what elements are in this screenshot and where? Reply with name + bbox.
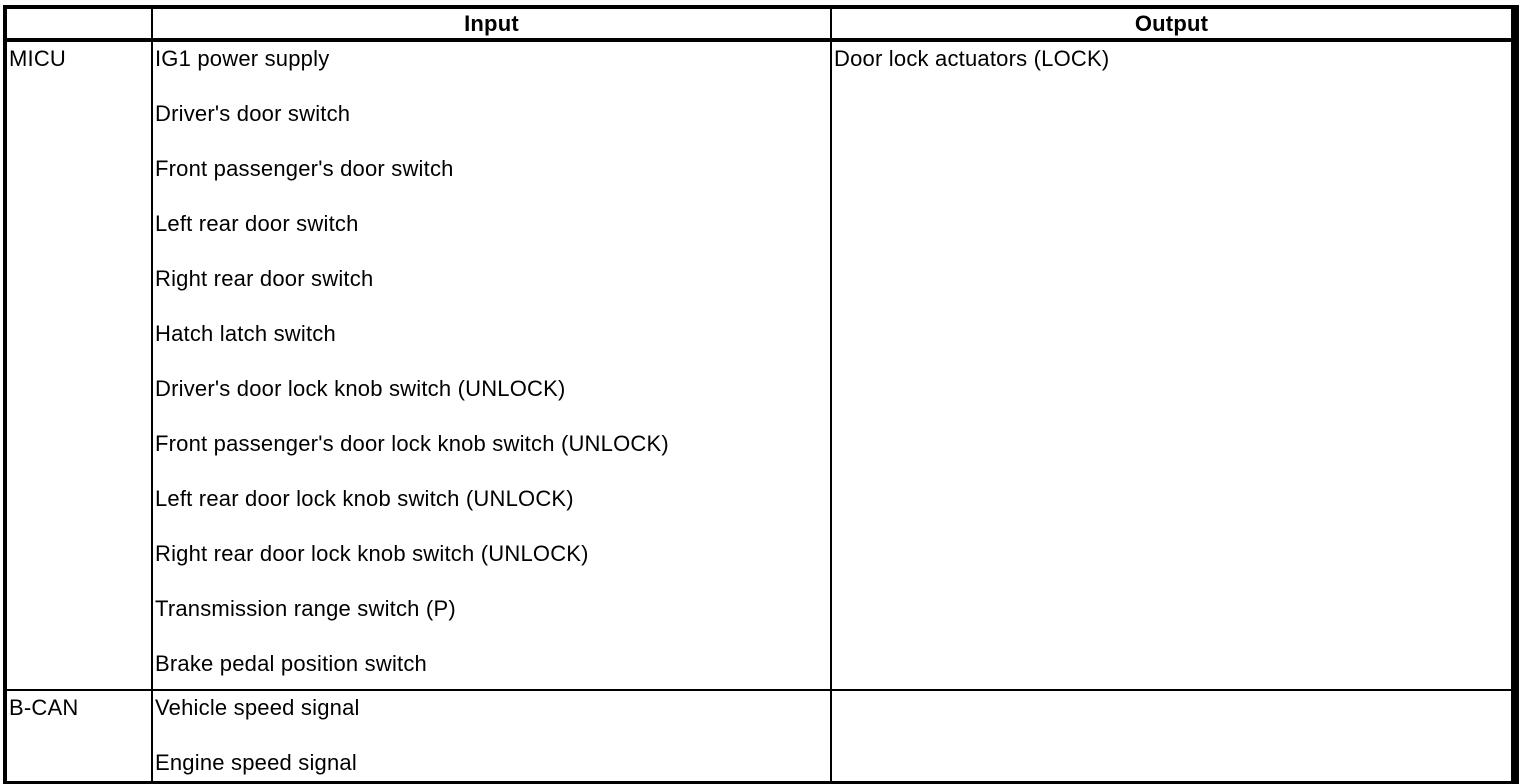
source-label: MICU bbox=[9, 46, 67, 71]
input-item: Left rear door switch bbox=[155, 211, 359, 236]
input-item: Right rear door switch bbox=[155, 266, 374, 291]
input-item: Driver's door switch bbox=[155, 101, 351, 126]
header-row: Input Output bbox=[4, 6, 1516, 42]
input-cell-micu: IG1 power supply Driver's door switch Fr… bbox=[151, 39, 832, 691]
table-row-bcan: B-CAN Vehicle speed signal Engine speed … bbox=[4, 689, 1516, 784]
input-cell-bcan: Vehicle speed signal Engine speed signal bbox=[151, 689, 832, 784]
output-cell-micu: Door lock actuators (LOCK) bbox=[830, 39, 1516, 691]
input-item: Hatch latch switch bbox=[155, 321, 336, 346]
header-output: Output bbox=[830, 6, 1516, 42]
output-cell-bcan bbox=[830, 689, 1516, 784]
input-item: Left rear door lock knob switch (UNLOCK) bbox=[155, 486, 574, 511]
input-item: Vehicle speed signal bbox=[155, 695, 360, 720]
header-source-blank bbox=[4, 6, 153, 42]
input-item: Front passenger's door switch bbox=[155, 156, 454, 181]
input-item: Engine speed signal bbox=[155, 750, 357, 775]
input-item: IG1 power supply bbox=[155, 46, 330, 71]
input-item: Driver's door lock knob switch (UNLOCK) bbox=[155, 376, 566, 401]
source-label: B-CAN bbox=[9, 695, 79, 720]
table-row-micu: MICU IG1 power supply Driver's door swit… bbox=[4, 39, 1516, 691]
input-item: Right rear door lock knob switch (UNLOCK… bbox=[155, 541, 589, 566]
input-item: Transmission range switch (P) bbox=[155, 596, 456, 621]
output-item: Door lock actuators (LOCK) bbox=[834, 46, 1110, 71]
input-item: Front passenger's door lock knob switch … bbox=[155, 431, 669, 456]
input-output-table: Input Output MICU IG1 power supply Drive… bbox=[3, 5, 1519, 784]
header-input: Input bbox=[151, 6, 832, 42]
source-cell-micu: MICU bbox=[4, 39, 153, 691]
input-item: Brake pedal position switch bbox=[155, 651, 427, 676]
source-cell-bcan: B-CAN bbox=[4, 689, 153, 784]
